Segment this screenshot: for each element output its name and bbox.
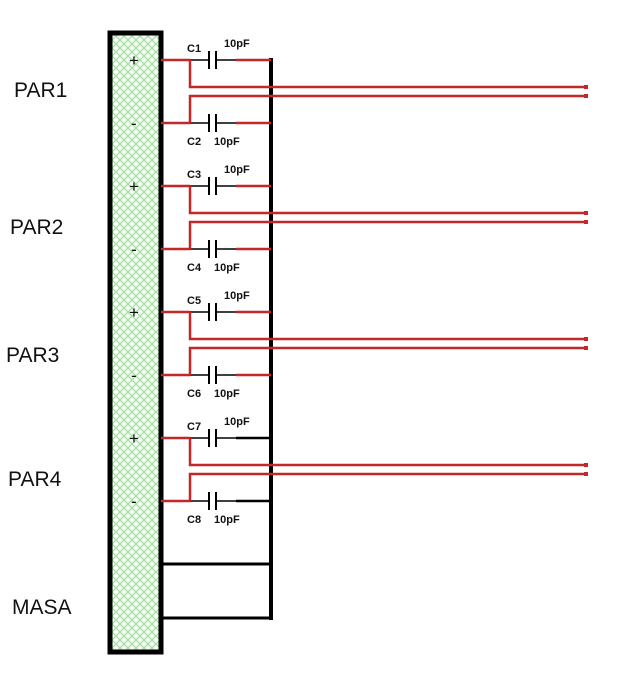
capacitor-label: C4	[187, 262, 202, 274]
signal-line-plus	[188, 60, 587, 89]
channel-label: PAR1	[14, 79, 67, 102]
terminal-dot	[584, 472, 588, 476]
capacitor-value: 10pF	[214, 136, 240, 148]
minus-sign: -	[131, 492, 137, 511]
plus-sign: +	[129, 303, 139, 322]
capacitor-label: C8	[187, 514, 201, 526]
capacitor-value: 10pF	[224, 164, 250, 176]
capacitor-label: C2	[187, 136, 201, 148]
minus-sign: -	[131, 114, 137, 133]
minus-sign: -	[131, 240, 137, 259]
capacitor-label: C1	[187, 43, 201, 55]
signal-line-plus	[188, 186, 587, 215]
capacitor-value: 10pF	[214, 262, 240, 274]
terminal-dot	[584, 94, 588, 98]
channel-label: PAR4	[8, 468, 62, 491]
capacitor-value: 10pF	[224, 38, 250, 50]
signal-line-minus	[188, 220, 587, 249]
capacitor-label: C6	[187, 388, 201, 400]
terminal-dot	[584, 463, 588, 467]
terminal-dot	[584, 220, 588, 224]
signal-line-plus	[188, 438, 587, 467]
terminal-dot	[584, 85, 588, 89]
capacitor-value: 10pF	[214, 388, 240, 400]
minus-sign: -	[131, 366, 137, 385]
connector-block	[107, 30, 164, 655]
plus-sign: +	[129, 177, 139, 196]
terminal-dot	[584, 211, 588, 215]
capacitor-label: C7	[187, 421, 201, 433]
plus-sign: +	[129, 51, 139, 70]
ground-label: MASA	[12, 596, 72, 619]
channel-label: PAR3	[6, 344, 59, 367]
signal-line-minus	[188, 346, 587, 375]
terminal-dot	[584, 346, 588, 350]
capacitor-value: 10pF	[224, 416, 250, 428]
capacitor-label: C3	[187, 169, 201, 181]
capacitor-value: 10pF	[214, 514, 240, 526]
capacitor-label: C5	[187, 295, 201, 307]
signal-line-minus	[188, 94, 587, 123]
capacitor-value: 10pF	[224, 290, 250, 302]
terminal-dot	[584, 337, 588, 341]
channel-label: PAR2	[10, 216, 63, 239]
plus-sign: +	[129, 429, 139, 448]
signal-line-plus	[188, 312, 587, 341]
signal-line-minus	[188, 472, 587, 501]
